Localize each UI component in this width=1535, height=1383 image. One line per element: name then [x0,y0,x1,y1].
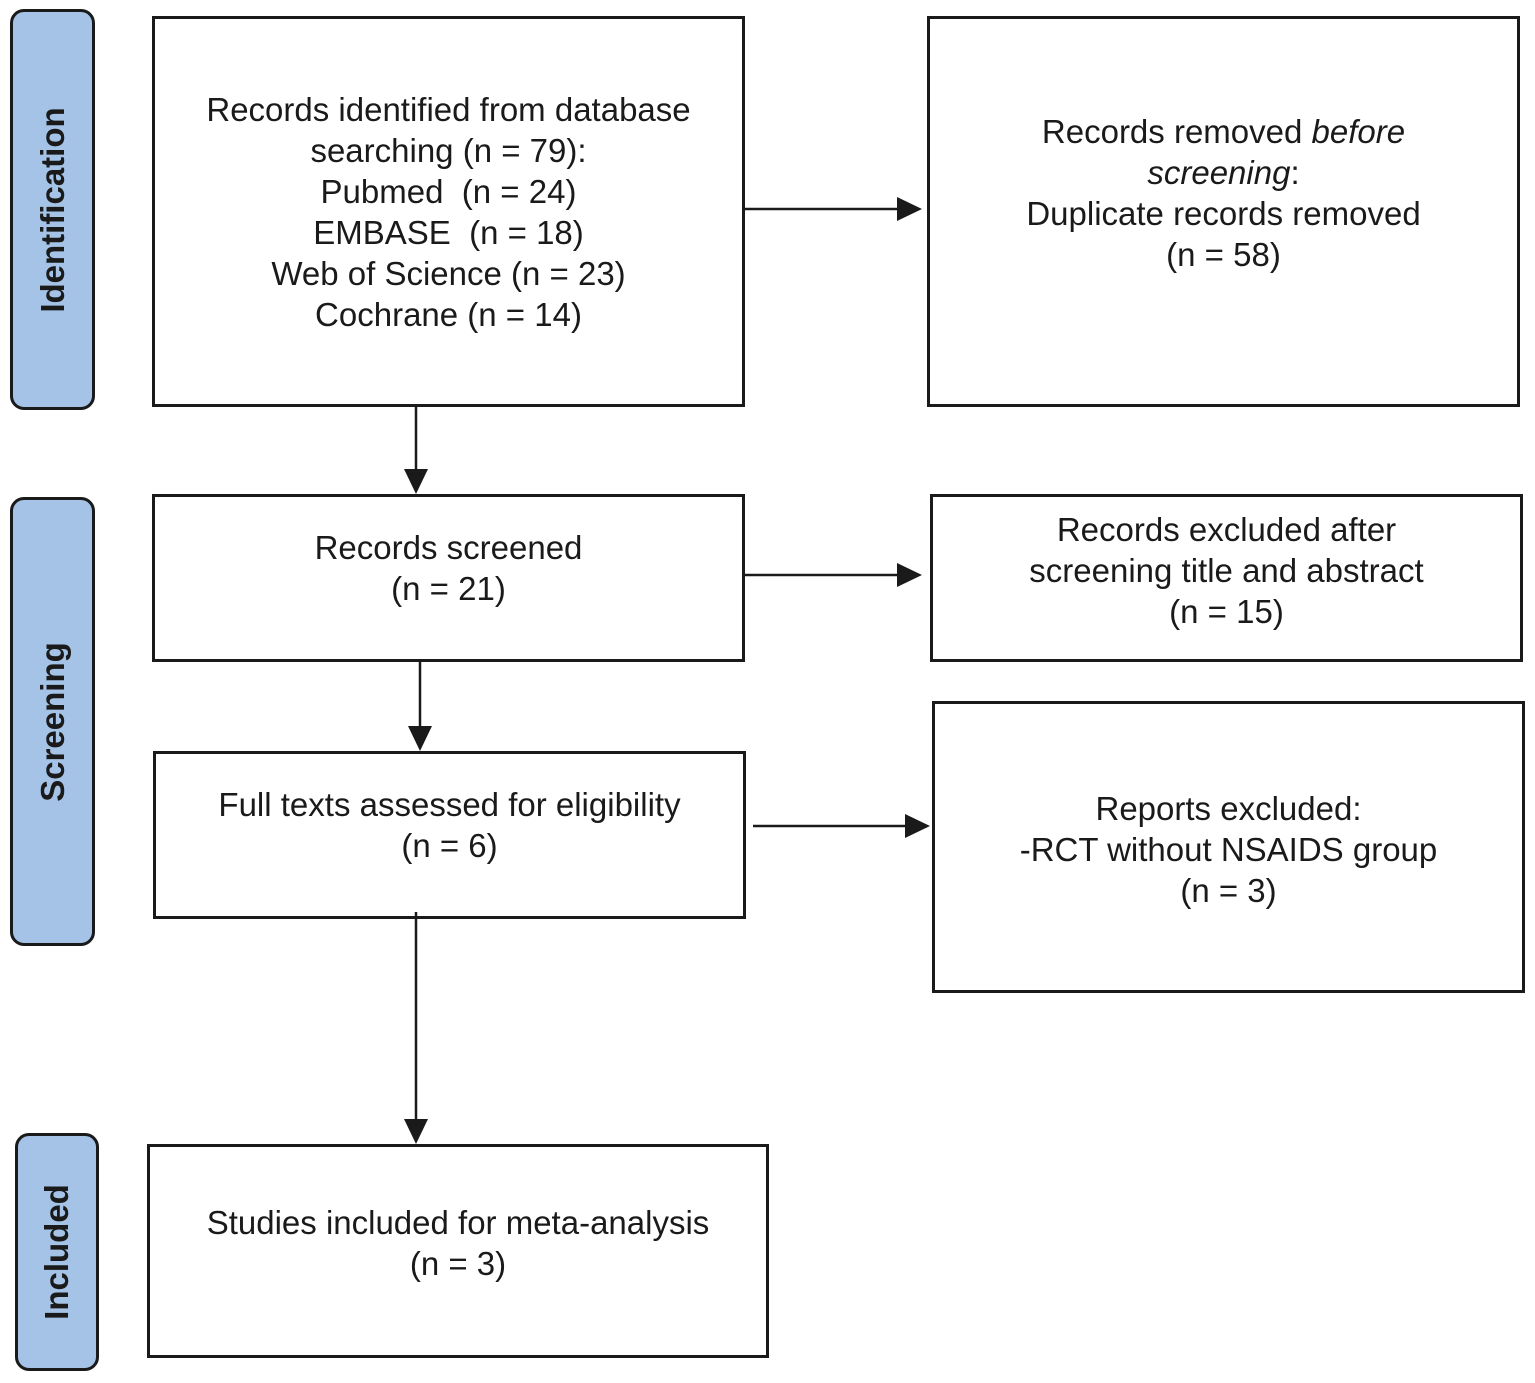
records-screened-box: Records screened (n = 21) [152,494,745,662]
phase-identification: Identification [10,9,95,410]
removed-line-3: Duplicate records removed [1026,195,1421,232]
identified-line-1: Records identified from database [206,91,691,128]
arrowhead-identified-to-removed [897,197,922,221]
identified-line-2: searching (n = 79): [310,132,587,169]
arrowhead-fulltext-to-included [404,1119,428,1144]
arrowhead-fulltext-to-reports [905,814,930,838]
excluded-line-3: (n = 15) [1169,592,1284,630]
identified-line-pubmed: Pubmed (n = 24) [320,173,577,210]
phase-included: Included [15,1133,99,1371]
identified-line-wos: Web of Science (n = 23) [271,255,626,292]
excluded-line-1: Records excluded after [1056,510,1397,548]
fulltext-line-1: Full texts assessed for eligibility [218,786,681,823]
identified-line-embase: EMBASE (n = 18) [313,214,584,251]
included-line-1: Studies included for meta-analysis [206,1204,710,1241]
arrowhead-screened-to-fulltext [408,726,432,751]
reports-line-2: -RCT without NSAIDS group [1019,831,1438,868]
records-identified-box: Records identified from database searchi… [152,16,745,407]
included-line-2: (n = 3) [409,1245,507,1282]
removed-line-4: (n = 58) [1166,236,1281,273]
records-excluded-box: Records excluded after screening title a… [930,494,1523,662]
arrowhead-identified-to-screened [404,469,428,494]
removed-line-2: screening: [1147,154,1300,191]
reports-line-3: (n = 3) [1180,872,1277,909]
excluded-line-2: screening title and abstract [1029,551,1424,589]
screened-line-2: (n = 21) [391,570,506,607]
fulltext-line-2: (n = 6) [401,827,498,864]
studies-included-box: Studies included for meta-analysis (n = … [147,1144,769,1358]
arrowhead-screened-to-excluded [897,563,922,587]
phase-screening: Screening [10,497,95,946]
records-removed-box: Records removed before screening: Duplic… [927,16,1520,407]
identified-line-cochrane: Cochrane (n = 14) [315,296,582,333]
fulltext-assessed-box: Full texts assessed for eligibility (n =… [153,751,746,919]
reports-excluded-box: Reports excluded: -RCT without NSAIDS gr… [932,701,1525,993]
removed-line-1: Records removed before [1041,113,1406,150]
reports-line-1: Reports excluded: [1095,790,1362,827]
screened-line-1: Records screened [314,529,583,566]
